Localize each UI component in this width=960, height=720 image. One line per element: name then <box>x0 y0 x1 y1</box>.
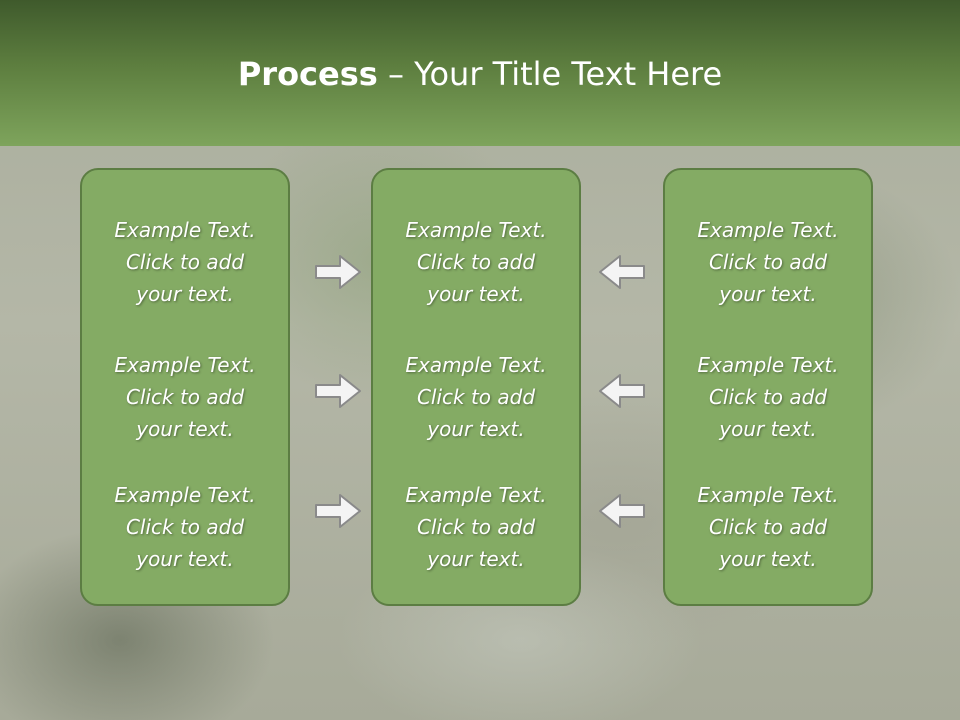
text-line: Example Text. <box>697 483 839 507</box>
text-block[interactable]: Example Text. Click to add your text. <box>665 214 871 310</box>
text-line: Click to add <box>708 250 828 274</box>
text-line: your text. <box>427 282 525 306</box>
text-line: Example Text. <box>114 218 256 242</box>
text-block[interactable]: Example Text. Click to add your text. <box>82 479 288 575</box>
arrow-right-icon <box>315 374 361 408</box>
text-line: Click to add <box>708 385 828 409</box>
text-block[interactable]: Example Text. Click to add your text. <box>373 214 579 310</box>
arrow-right-icon <box>315 494 361 528</box>
text-line: Example Text. <box>697 218 839 242</box>
arrow-left-icon <box>599 374 645 408</box>
text-line: your text. <box>427 417 525 441</box>
process-box-right[interactable]: Example Text. Click to add your text. Ex… <box>663 168 873 606</box>
process-box-middle[interactable]: Example Text. Click to add your text. Ex… <box>371 168 581 606</box>
text-line: Click to add <box>125 250 245 274</box>
arrow-right-icon <box>315 255 361 289</box>
text-line: Example Text. <box>697 353 839 377</box>
text-line: your text. <box>136 282 234 306</box>
text-line: Click to add <box>416 515 536 539</box>
text-block[interactable]: Example Text. Click to add your text. <box>665 349 871 445</box>
arrow-left-icon <box>599 255 645 289</box>
process-box-left[interactable]: Example Text. Click to add your text. Ex… <box>80 168 290 606</box>
title-rest: – Your Title Text Here <box>377 55 723 93</box>
text-line: Click to add <box>125 515 245 539</box>
arrow-left-icon <box>599 494 645 528</box>
text-line: Example Text. <box>405 353 547 377</box>
title-bold: Process <box>237 55 378 93</box>
text-line: Example Text. <box>405 483 547 507</box>
text-block[interactable]: Example Text. Click to add your text. <box>82 349 288 445</box>
text-line: your text. <box>136 417 234 441</box>
slide-title[interactable]: Process – Your Title Text Here <box>0 52 960 96</box>
title-bar <box>0 0 960 146</box>
text-block[interactable]: Example Text. Click to add your text. <box>82 214 288 310</box>
text-line: Example Text. <box>114 353 256 377</box>
text-line: your text. <box>719 547 817 571</box>
text-block[interactable]: Example Text. Click to add your text. <box>665 479 871 575</box>
text-line: Example Text. <box>405 218 547 242</box>
text-line: your text. <box>719 417 817 441</box>
text-line: Click to add <box>708 515 828 539</box>
text-line: Click to add <box>125 385 245 409</box>
text-line: Click to add <box>416 250 536 274</box>
text-line: Click to add <box>416 385 536 409</box>
text-line: your text. <box>136 547 234 571</box>
text-block[interactable]: Example Text. Click to add your text. <box>373 349 579 445</box>
text-line: your text. <box>427 547 525 571</box>
text-block[interactable]: Example Text. Click to add your text. <box>373 479 579 575</box>
text-line: your text. <box>719 282 817 306</box>
text-line: Example Text. <box>114 483 256 507</box>
